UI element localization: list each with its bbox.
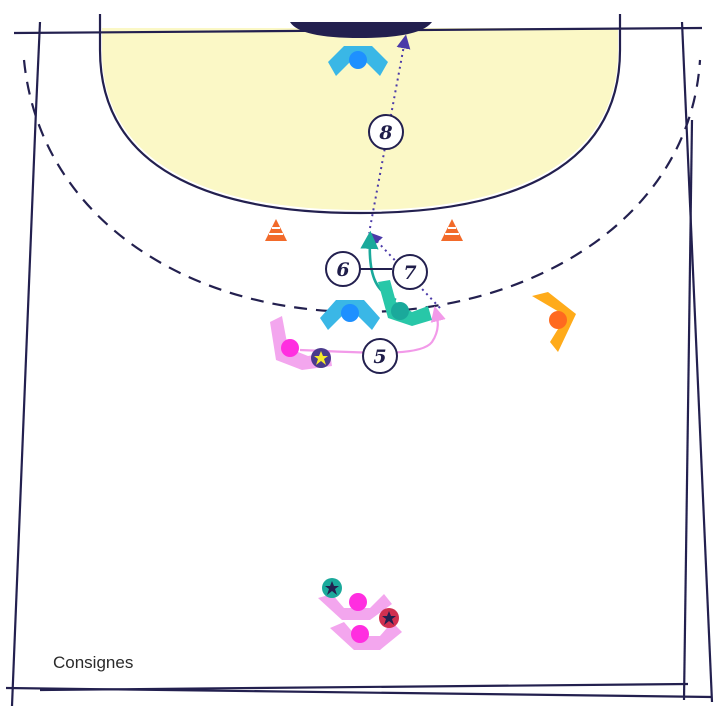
step-label-8: 8 (378, 122, 392, 144)
caption-consignes: Consignes (53, 653, 134, 672)
defender (320, 300, 380, 330)
step-marker-8: 8 (368, 114, 404, 150)
step-label-7: 7 (403, 262, 416, 284)
step-marker-5: 5 (362, 338, 398, 374)
waiting-player-1 (318, 593, 392, 620)
free-throw-line (22, 59, 702, 314)
star-ball-icon (311, 348, 331, 368)
shot-arrow-8 (369, 34, 411, 229)
goal-area (102, 28, 618, 210)
teal-attacker (378, 280, 432, 326)
star-ball-icon (322, 578, 342, 598)
court-boundary (5, 21, 714, 707)
orange-attacker (532, 292, 576, 352)
cone-icon (265, 219, 287, 241)
step-label-6: 6 (336, 259, 349, 281)
step-label-5: 5 (373, 346, 386, 368)
goalkeeper (328, 46, 388, 76)
cone-icon (441, 219, 463, 241)
run-path-5 (299, 306, 446, 354)
waiting-player-2 (330, 622, 402, 650)
step-marker-6: 6 (325, 251, 361, 287)
star-ball-icon (379, 608, 399, 628)
step-marker-7: 7 (392, 254, 428, 290)
goal-area-line (98, 14, 622, 215)
